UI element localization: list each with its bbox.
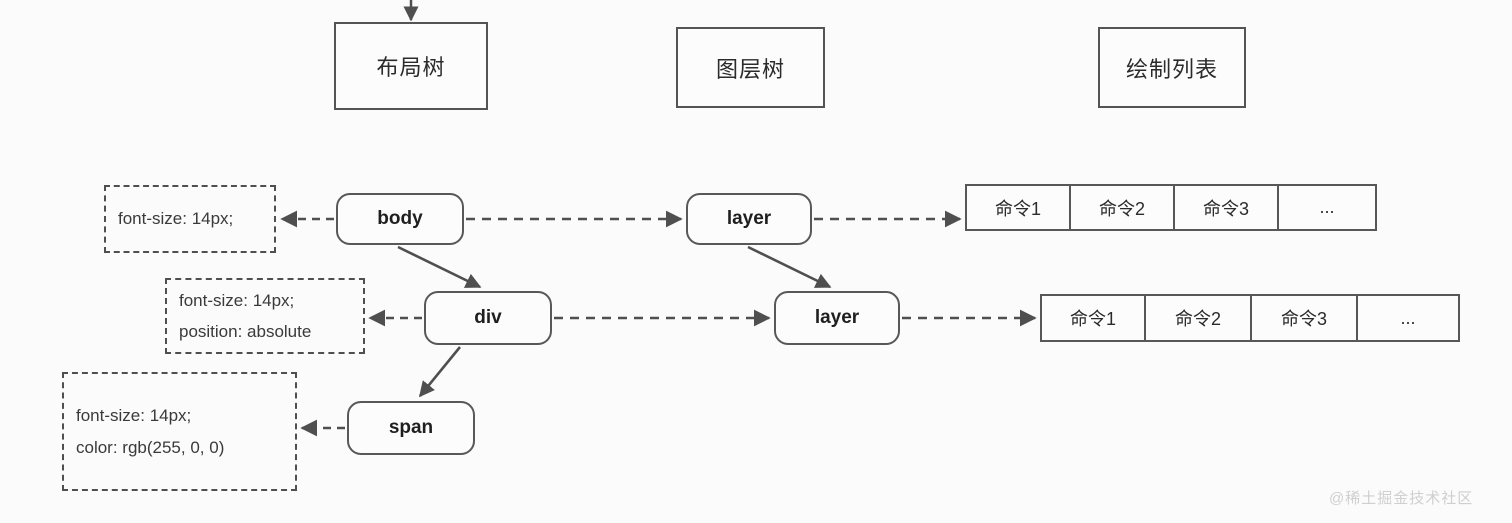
command-cell: 命令3 — [1175, 186, 1279, 229]
command-cell: 命令2 — [1071, 186, 1175, 229]
watermark: @稀土掘金技术社区 — [1329, 490, 1474, 507]
node-label: body — [377, 208, 423, 229]
node-layer-2: layer — [774, 291, 900, 345]
node-label: layer — [726, 208, 772, 229]
node-layer-1: layer — [686, 193, 812, 245]
column-header-paint-list: 绘制列表 — [1098, 27, 1246, 108]
node-label: span — [388, 417, 434, 438]
column-header-layer-tree: 图层树 — [676, 27, 825, 108]
command-cell-ellipsis: ... — [1319, 197, 1335, 217]
command-list-2: 命令1 命令2 命令3 ... — [1040, 294, 1460, 342]
css-box-div: font-size: 14px; position: absolute — [165, 278, 365, 354]
command-cell: 命令3 — [1252, 296, 1358, 340]
node-span: span — [347, 401, 475, 455]
css-box-body: font-size: 14px; — [104, 185, 276, 253]
arrow-body-to-div — [397, 245, 482, 289]
arrow-layer1-to-layer2 — [747, 245, 832, 289]
command-cell: 命令1 — [1042, 296, 1146, 340]
command-list-1: 命令1 命令2 命令3 ... — [965, 184, 1377, 231]
css-declaration: position: absolute — [179, 322, 312, 341]
command-cell: 命令2 — [1146, 296, 1252, 340]
command-cell: 命令1 — [967, 186, 1071, 229]
arrow-div-to-span — [418, 346, 462, 398]
column-header-layout-tree: 布局树 — [334, 22, 488, 110]
css-declaration: font-size: 14px; — [179, 290, 295, 310]
css-declaration: font-size: 14px; — [118, 209, 234, 229]
column-header-label: 绘制列表 — [1125, 56, 1218, 82]
css-declaration: color: rgb(255, 0, 0) — [76, 437, 225, 457]
node-div: div — [424, 291, 552, 345]
css-box-span: font-size: 14px; color: rgb(255, 0, 0) — [62, 372, 297, 491]
node-label: layer — [814, 307, 860, 328]
css-declaration: font-size: 14px; — [76, 406, 192, 426]
column-header-label: 布局树 — [376, 55, 446, 80]
column-header-label: 图层树 — [715, 56, 785, 82]
command-cell-ellipsis: ... — [1400, 307, 1416, 328]
node-body: body — [336, 193, 464, 245]
node-label: div — [474, 307, 502, 328]
